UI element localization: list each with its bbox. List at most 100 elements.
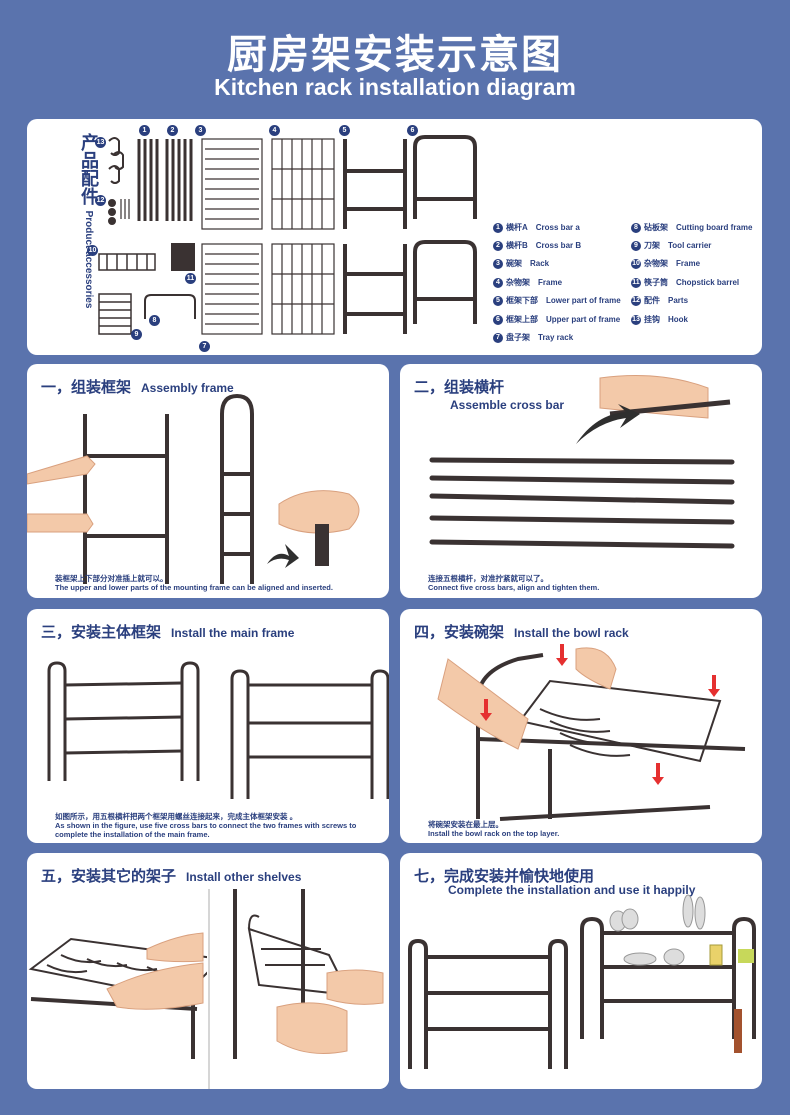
legend-cn: 横杆A	[506, 223, 528, 232]
frame-illustration-2	[271, 243, 335, 335]
step-2-panel: 二，组装横杆 Assemble cross bar 连接五根横杆，对准拧紧就可以…	[400, 364, 762, 598]
step-2-caption: 连接五根横杆，对准拧紧就可以了。 Connect five cross bars…	[428, 574, 748, 592]
legend-en: Rack	[530, 259, 550, 268]
step-1-caption-en: The upper and lower parts of the mountin…	[55, 583, 333, 592]
step-3-caption-cn: 如图所示，用五根横杆把两个框架用螺丝连接起来，完成主体框架安装 。	[55, 812, 298, 821]
tool-carrier-illustration	[98, 293, 132, 335]
legend-number: 5	[493, 295, 503, 306]
legend-en: Parts	[668, 296, 689, 305]
step-1-caption-cn: 装框架上下部分对准插上就可以。	[55, 574, 168, 583]
legend-en: Tool carrier	[668, 241, 712, 250]
hand-illustration	[276, 1002, 348, 1054]
step-5-title: 五，安装其它的架子 Install other shelves	[41, 865, 301, 886]
accessories-title-en: Product accessories	[83, 210, 94, 309]
tray-rack-illustration	[201, 243, 263, 335]
upper-frame-illustration-2	[413, 240, 477, 324]
step-7-panel: 七，完成安装并愉快地使用 Complete the installation a…	[400, 853, 762, 1089]
legend-en: Frame	[676, 259, 701, 268]
step-3-caption-en: As shown in the figure, use five cross b…	[55, 821, 357, 839]
hand-illustration	[146, 932, 204, 963]
page-subtitle: Kitchen rack installation diagram	[214, 74, 576, 100]
step-1-title-cn: 一，组装框架	[41, 378, 132, 396]
upper-frame-illustration	[413, 135, 477, 219]
hand-illustration	[575, 647, 617, 690]
legend-number: 13	[631, 314, 641, 325]
callout-8: 8	[149, 315, 160, 326]
step-4-title: 四，安装碗架 Install the bowl rack	[414, 621, 629, 642]
cutting-board-frame-illustration	[144, 294, 196, 319]
step-3-title: 三，安装主体框架 Install the main frame	[41, 621, 294, 642]
legend-en: Frame	[538, 278, 563, 287]
legend-en: Cross bar B	[535, 241, 582, 250]
callout-10: 10	[87, 245, 98, 256]
rack-illustration	[201, 138, 263, 230]
step-4-title-cn: 四，安装碗架	[414, 623, 505, 641]
legend-en: Upper part of frame	[546, 315, 621, 324]
step-1-panel: 一，组装框架 Assembly frame 装框架上下部分对准插上就可以。 The…	[27, 364, 389, 598]
legend-cn: 碗架	[506, 259, 522, 268]
step-1-illustration	[27, 394, 360, 584]
step-1-title-en: Assembly frame	[141, 381, 234, 395]
legend-en: Hook	[668, 315, 688, 324]
callout-11: 11	[185, 273, 196, 284]
step-5-title-cn: 五，安装其它的架子	[41, 867, 177, 885]
step-5-illustration	[28, 889, 389, 1089]
callout-7: 7	[199, 341, 210, 352]
legend-cn: 杂物架	[506, 278, 530, 287]
legend-number: 7	[493, 332, 503, 343]
hand-illustration	[27, 455, 96, 485]
hand-illustration	[278, 490, 360, 534]
legend-cn: 筷子筒	[644, 278, 668, 287]
step-4-title-en: Install the bowl rack	[514, 626, 629, 640]
legend-cn: 框架上部	[506, 315, 538, 324]
step-1-title: 一，组装框架 Assembly frame	[41, 376, 234, 397]
lower-frame-illustration	[343, 139, 407, 229]
accessories-illustration	[98, 135, 477, 335]
legend-cn: 刀架	[644, 241, 660, 250]
step-7-title: 七，完成安装并愉快地使用	[414, 867, 595, 885]
accessories-title-cn: 产品配件	[78, 133, 99, 205]
step-4-caption-cn: 将碗架安装在最上层。	[428, 820, 503, 829]
step-4-caption: 将碗架安装在最上层。 Install the bowl rack on the …	[428, 820, 748, 838]
legend-cn: 框架下部	[506, 296, 538, 305]
step-2-caption-cn: 连接五根横杆，对准拧紧就可以了。	[428, 574, 548, 583]
legend-number: 1	[493, 222, 503, 233]
legend-en: Chopstick barrel	[676, 278, 740, 287]
callout-9: 9	[131, 329, 142, 340]
legend-number: 6	[493, 314, 503, 325]
legend-en: Cross bar a	[535, 223, 580, 232]
legend-cn: 横杆B	[506, 241, 528, 250]
step-1-caption: 装框架上下部分对准插上就可以。 The upper and lower part…	[55, 574, 375, 592]
legend-en: Cutting board frame	[676, 223, 753, 232]
callout-6: 6	[407, 125, 418, 136]
step-3-illustration	[47, 661, 389, 799]
hand-illustration	[326, 969, 384, 1005]
frame-illustration	[271, 138, 335, 230]
step-2-illustration	[429, 375, 735, 549]
hand-illustration	[27, 513, 94, 533]
legend-cn: 挂钩	[644, 315, 660, 324]
accessories-title: 产品配件 Product accessories	[61, 133, 101, 308]
step-3-caption: 如图所示，用五根横杆把两个框架用螺丝连接起来，完成主体框架安装 。 As sho…	[55, 812, 375, 839]
step-3-title-en: Install the main frame	[171, 626, 295, 640]
step-4-panel: 四，安装碗架 Install the bowl rack 将碗架安装在最上层。 I…	[400, 609, 762, 843]
step-3-title-cn: 三，安装主体框架	[41, 623, 162, 641]
legend-number: 12	[631, 295, 641, 306]
step-2-caption-en: Connect five cross bars, align and tight…	[428, 583, 600, 592]
legend-en: Tray rack	[538, 333, 574, 342]
chopstick-barrel-illustration	[171, 243, 195, 271]
legend-number: 8	[631, 222, 641, 233]
legend-number: 9	[631, 240, 641, 251]
step-5-title-en: Install other shelves	[186, 870, 302, 884]
hand-illustration	[106, 962, 204, 1010]
legend-number: 2	[493, 240, 503, 251]
step-7-illustration	[408, 894, 756, 1069]
